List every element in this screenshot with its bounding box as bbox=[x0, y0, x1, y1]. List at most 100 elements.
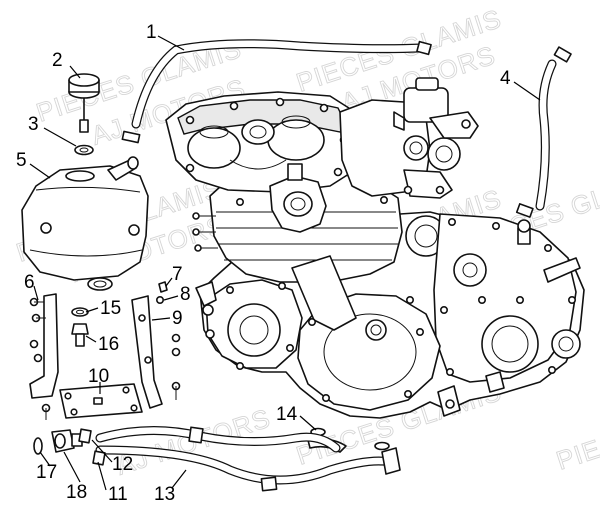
bracket-lower bbox=[403, 169, 453, 199]
part-3-washer bbox=[74, 144, 94, 156]
callout-15: 15 bbox=[100, 298, 121, 319]
leader-18 bbox=[63, 451, 81, 483]
sprocket-cover bbox=[227, 303, 281, 357]
callout-2: 2 bbox=[52, 50, 63, 71]
part-11-clamp bbox=[78, 428, 106, 466]
leader-7 bbox=[165, 277, 173, 287]
leader-2 bbox=[69, 65, 81, 79]
hose-4-clamp-bottom bbox=[515, 203, 534, 218]
part-16-banjo-bolt bbox=[71, 323, 89, 347]
leader-11 bbox=[97, 461, 107, 491]
starter-boss bbox=[403, 135, 429, 161]
leader-17 bbox=[39, 451, 51, 467]
callout-labels: 1 2 3 4 5 6 7 8 9 10 11 12 13 14 15 16 1… bbox=[16, 22, 511, 505]
hose-1-clamp-end bbox=[416, 40, 432, 56]
callout-3: 3 bbox=[28, 114, 39, 135]
callout-11: 11 bbox=[108, 484, 128, 505]
callout-18: 18 bbox=[66, 482, 87, 503]
cam-cover-dome-right bbox=[267, 119, 325, 161]
part-9-bracket bbox=[131, 295, 181, 409]
case-bolts-left bbox=[226, 196, 424, 402]
top-cap-collar bbox=[393, 111, 405, 131]
spark-plug-well bbox=[241, 119, 275, 145]
front-mount bbox=[195, 281, 217, 307]
part-6-bracket bbox=[29, 293, 59, 420]
leader-13 bbox=[171, 469, 187, 489]
leader-9 bbox=[151, 317, 171, 321]
leader-1 bbox=[157, 35, 185, 51]
tank-bottom-fitting bbox=[87, 277, 113, 291]
part-17-washer bbox=[33, 437, 43, 455]
tank-lug-left bbox=[40, 222, 52, 234]
leader-lines bbox=[29, 35, 541, 491]
callout-7: 7 bbox=[172, 264, 183, 285]
starter-bracket bbox=[429, 111, 479, 139]
part-12-oil-line-upper bbox=[95, 425, 341, 453]
callout-17: 17 bbox=[36, 462, 57, 483]
part-18-banjo-fitting bbox=[51, 429, 83, 453]
cam-sprocket-cover bbox=[427, 137, 461, 171]
part-7-bolt bbox=[158, 281, 168, 293]
hose-4-clamp-top bbox=[553, 46, 572, 63]
callout-5: 5 bbox=[16, 150, 27, 171]
callout-14: 14 bbox=[276, 404, 298, 425]
diagonal-brace bbox=[291, 255, 357, 331]
tank-filler-neck bbox=[65, 170, 95, 182]
callout-10: 10 bbox=[88, 366, 109, 387]
bracket-9-hole bbox=[138, 314, 146, 322]
rear-mount-bolt bbox=[445, 399, 455, 409]
part-5-oil-tank bbox=[21, 156, 149, 291]
bracket-bolt bbox=[461, 119, 471, 129]
intake-stub bbox=[287, 163, 303, 181]
cam-cover-dome-left bbox=[187, 127, 241, 169]
leader-4 bbox=[513, 81, 541, 101]
leader-14 bbox=[299, 415, 317, 431]
leader-12 bbox=[91, 439, 113, 463]
bracket-9-bolt bbox=[171, 333, 181, 343]
intake-port bbox=[283, 191, 313, 217]
part-15-washer bbox=[71, 307, 89, 317]
oil-neck-cap bbox=[517, 219, 531, 233]
line-12-sleeve bbox=[188, 426, 204, 444]
part-1-breather-hose bbox=[121, 39, 432, 144]
leader-5 bbox=[29, 163, 51, 179]
part-8-bolt bbox=[156, 295, 165, 304]
leader-15 bbox=[85, 307, 99, 313]
cap-stem bbox=[79, 119, 89, 133]
callout-1: 1 bbox=[146, 22, 157, 43]
top-cap bbox=[415, 77, 439, 91]
shift-shaft bbox=[543, 257, 581, 283]
drain-boss bbox=[485, 371, 505, 393]
hose-1-clamp-start bbox=[121, 130, 141, 144]
water-pump-cover bbox=[453, 253, 487, 287]
callout-4: 4 bbox=[500, 68, 511, 89]
line-13-sleeve bbox=[260, 476, 278, 492]
line-13-fitting bbox=[381, 447, 401, 475]
stator-plug bbox=[365, 319, 387, 341]
tank-lug-right bbox=[128, 224, 140, 236]
leader-3 bbox=[43, 127, 77, 147]
fin-bolt bbox=[192, 212, 200, 220]
watermark-text-12: PIECES GLAMIS bbox=[553, 381, 600, 476]
fin-bolt bbox=[192, 228, 200, 236]
part-2-oil-cap bbox=[68, 73, 100, 133]
part-13-oil-line-lower bbox=[95, 441, 401, 492]
cap-top bbox=[68, 73, 100, 87]
leader-6 bbox=[33, 285, 39, 301]
callout-13: 13 bbox=[154, 484, 175, 505]
leader-8 bbox=[163, 295, 179, 301]
part-10-plate bbox=[59, 383, 143, 419]
fin-bolt bbox=[194, 244, 202, 252]
part-4-hose bbox=[515, 46, 572, 218]
callout-6: 6 bbox=[24, 272, 35, 293]
engine-assembly bbox=[165, 77, 585, 419]
callout-9: 9 bbox=[172, 308, 183, 329]
callout-8: 8 bbox=[180, 284, 191, 305]
clutch-cover bbox=[481, 315, 539, 373]
callout-16: 16 bbox=[98, 334, 119, 355]
callout-12: 12 bbox=[112, 454, 133, 475]
tank-body bbox=[21, 165, 149, 281]
oil-filter-cap bbox=[551, 329, 581, 359]
